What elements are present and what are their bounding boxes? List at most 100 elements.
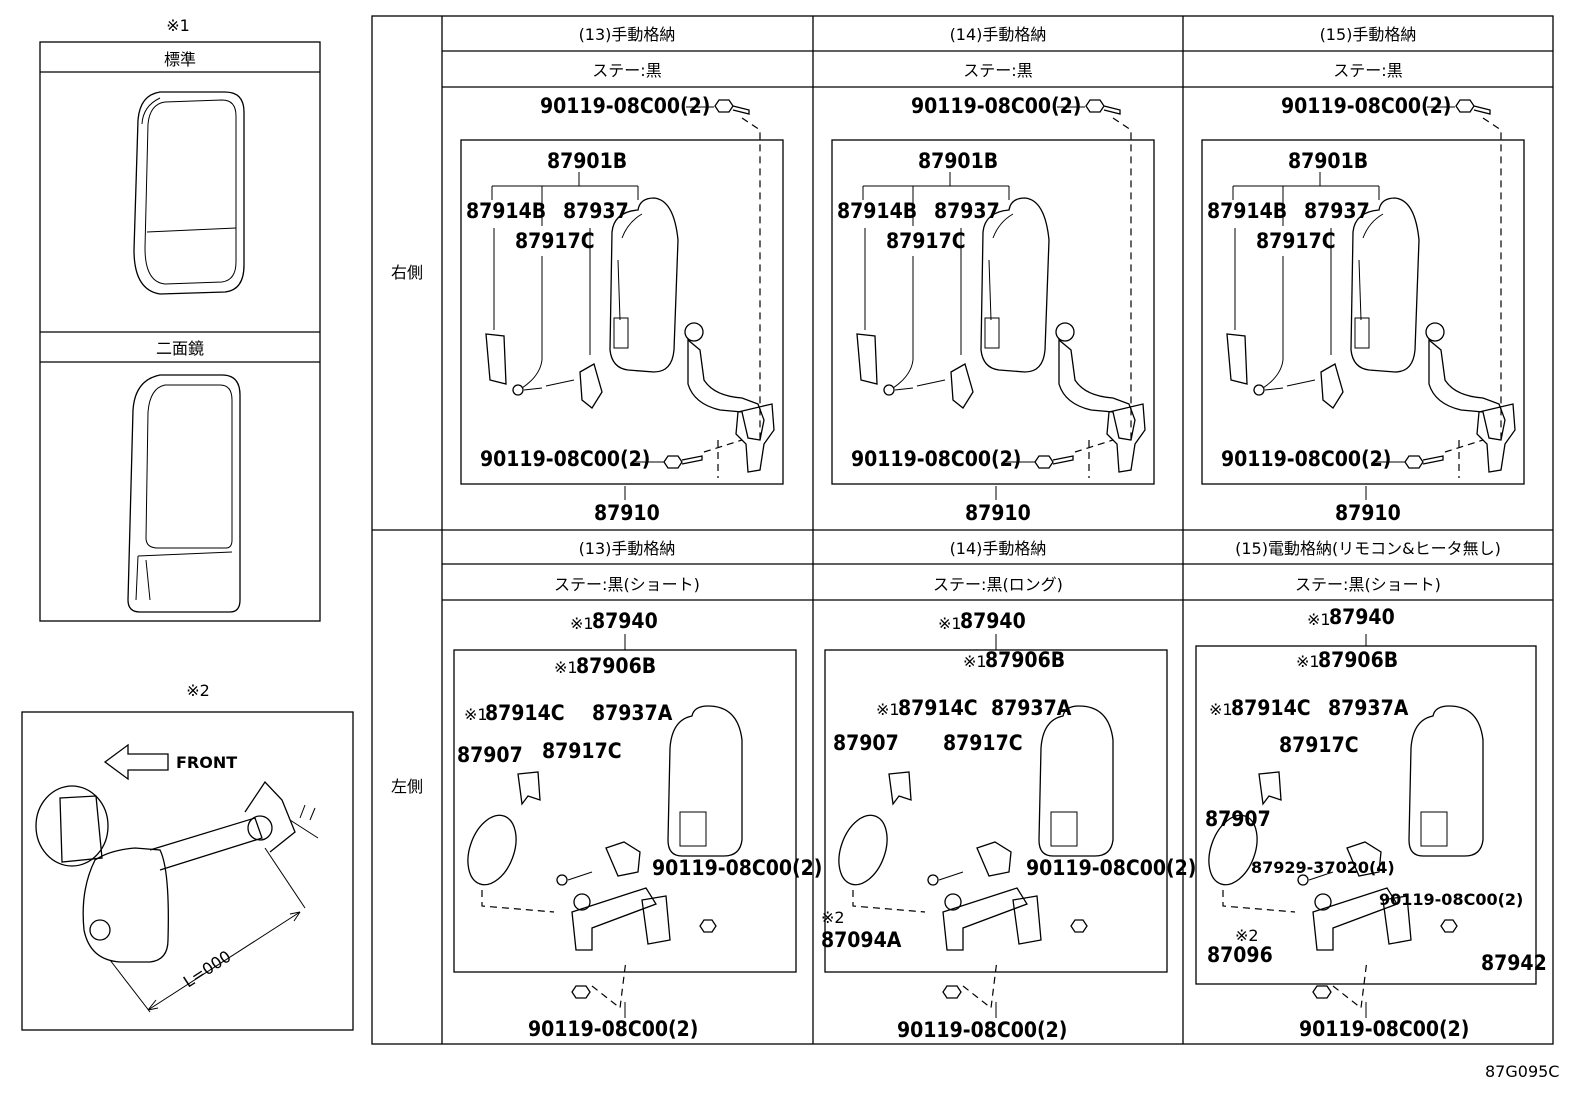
- main-part-label: 87940: [592, 609, 658, 633]
- dashed-leader: [1222, 890, 1368, 1010]
- mirror-back-plate: [1354, 317, 1370, 349]
- note1-mark: ※1: [166, 16, 190, 35]
- assembly-box: [1201, 139, 1525, 485]
- stay-arm: [571, 887, 657, 951]
- screw-icon: [556, 874, 568, 886]
- bolt-icon: [714, 99, 750, 115]
- bolt-icon: [1070, 919, 1088, 933]
- note1-mark: ※1: [963, 652, 987, 671]
- leader-line: [864, 228, 962, 389]
- note1-mark: ※1: [464, 705, 488, 724]
- bolt-icon: [1440, 919, 1458, 933]
- stay-arm: [687, 338, 765, 441]
- cell-subheader: ステー:黒: [592, 61, 661, 80]
- row-label-right: 右側: [391, 263, 423, 282]
- cell-subheader: ステー:黒(ショート): [554, 575, 700, 594]
- mirror-back-plate: [984, 317, 1000, 349]
- holder-bracket: [950, 363, 974, 409]
- main-part-label: 87940: [1329, 605, 1395, 629]
- right-cell-art-2: [1201, 99, 1525, 500]
- note2-panel: [21, 711, 354, 1031]
- cell-subheader: ステー:黒(ショート): [1295, 575, 1441, 594]
- part2-label: 87937A: [592, 701, 673, 725]
- screw-label: 87929-37020(4): [1251, 858, 1395, 877]
- assy-label: 87901B: [1288, 149, 1368, 173]
- base-bracket: [735, 403, 775, 473]
- mirror-back-plate: [1420, 811, 1448, 847]
- bolt-side-label: 90119-08C00(2): [1026, 856, 1196, 880]
- bolt-top-label: 90119-08C00(2): [540, 94, 710, 118]
- bolt-top-label: 90119-08C00(2): [1281, 94, 1451, 118]
- screw-shaft: [894, 379, 946, 391]
- left-cell-15: (15)電動格納(リモコン&ヒータ無し) ステー:黒(ショート): [1235, 539, 1501, 594]
- bolt-icon: [1404, 455, 1444, 469]
- left-detail-14: ※1 87940 ※1 87906B ※1 87914C 87937A 8790…: [821, 609, 1196, 1042]
- note2-mark: ※2: [186, 681, 210, 700]
- main-part-label: 87910: [594, 501, 660, 525]
- mirror-head: [1038, 705, 1114, 857]
- assy-label: 87901B: [918, 149, 998, 173]
- bolt-icon: [1312, 985, 1332, 999]
- dashed-leader: [741, 117, 761, 440]
- assembly-box: [453, 649, 797, 973]
- mirror-head: [1408, 705, 1484, 857]
- right-detail-15: 90119-08C00(2) 87901B 87914B 87937 87917…: [1207, 94, 1451, 525]
- screw-shaft: [1308, 871, 1334, 881]
- dashed-leader: [481, 890, 627, 1010]
- ball-joint: [1055, 322, 1075, 342]
- part2-label: 87937: [563, 199, 629, 223]
- bolt-side-label: 90119-08C00(2): [652, 856, 822, 880]
- screw-shaft: [567, 871, 593, 881]
- screw-shaft: [938, 871, 964, 881]
- note1-mark: ※1: [1209, 700, 1233, 719]
- right-cell-14: (14)手動格納 ステー:黒: [950, 25, 1047, 80]
- assembly-box: [831, 139, 1155, 485]
- front-label: FRONT: [176, 753, 237, 772]
- bracket-line: [1232, 172, 1380, 226]
- cell-subheader: ステー:黒: [1333, 61, 1402, 80]
- standard-mirror-illustration: [133, 91, 245, 295]
- cell-subheader: ステー:黒(ロング): [933, 575, 1063, 594]
- cell-header: (14)手動格納: [950, 25, 1047, 44]
- part2-label: 87937A: [991, 696, 1072, 720]
- bracket-line: [862, 172, 1010, 226]
- double-mirror-label: 二面鏡: [156, 339, 204, 358]
- spot-mirror: [467, 814, 517, 886]
- bolt-bottom-label: 90119-08C00(2): [480, 447, 650, 471]
- cover-piece: [856, 333, 878, 385]
- left-cell-art-2: [1195, 634, 1537, 1018]
- assy-label: 87901B: [547, 149, 627, 173]
- mirror-shading: [988, 213, 1014, 321]
- bolt-bottom-label: 90119-08C00(2): [851, 447, 1021, 471]
- left-cell-art-0: [453, 634, 797, 1018]
- mirror-label: 87907: [457, 743, 523, 767]
- left-detail-13: ※1 87940 ※1 87906B ※1 87914C 87937A 8790…: [457, 609, 822, 1041]
- leader-line: [493, 228, 591, 389]
- mirror-head: [980, 197, 1050, 373]
- mirror-label: 87907: [833, 731, 899, 755]
- mirror-head: [609, 197, 679, 373]
- bolt-icon: [571, 985, 591, 999]
- base-bracket: [1476, 403, 1516, 473]
- dashed-leader: [1112, 117, 1132, 440]
- stay-arm: [1058, 338, 1136, 441]
- right-cell-13: (13)手動格納 ステー:黒: [579, 25, 676, 80]
- base-bracket: [1106, 403, 1146, 473]
- screw-icon: [512, 384, 524, 396]
- part2-label: 87937: [1304, 199, 1370, 223]
- main-part-label: 87910: [965, 501, 1031, 525]
- dashed-leader: [703, 439, 743, 453]
- assy-label: 87906B: [985, 648, 1065, 672]
- catalog-code: 87G095C: [1485, 1062, 1559, 1081]
- main-part-label: 87910: [1335, 501, 1401, 525]
- assembly-box: [460, 139, 784, 485]
- ball-joint: [944, 893, 962, 911]
- main-table-grid: [371, 15, 1554, 1045]
- left-cell-art-1: [824, 634, 1168, 1018]
- screw-icon: [883, 384, 895, 396]
- note2-mark: ※2: [1235, 926, 1259, 945]
- cover-piece: [517, 771, 541, 806]
- mirror-back-plate: [613, 317, 629, 349]
- mirror-back-plate: [679, 811, 707, 847]
